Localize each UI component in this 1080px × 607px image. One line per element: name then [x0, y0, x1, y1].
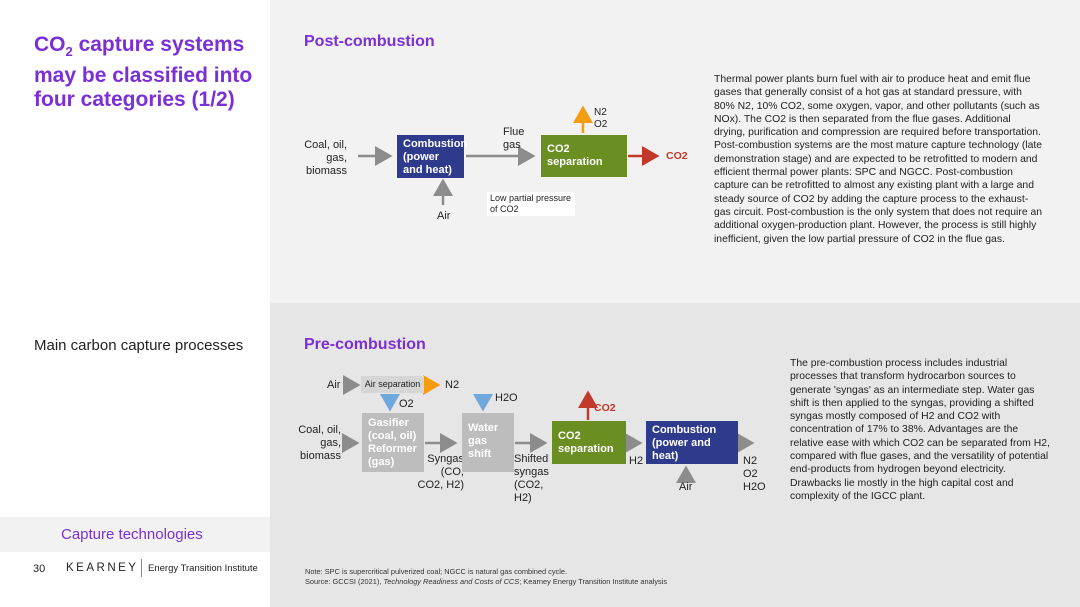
post-o2-label: O2 — [594, 119, 608, 130]
footnote-source: Source: GCCSI (2021), Technology Readine… — [305, 576, 668, 586]
post-combustion-title: Post-combustion — [304, 33, 435, 50]
footnote-note: Note: SPC is supercritical pulverized co… — [305, 567, 568, 576]
syngas-label: Syngas (CO, CO2, H2) — [417, 453, 464, 491]
pre-exhaust-label: N2 O2 H2O — [743, 455, 766, 493]
pre-combustion-title: Pre-combustion — [304, 336, 426, 353]
post-co2-output: CO2 — [666, 150, 688, 162]
pre-n2-label: N2 — [445, 379, 460, 391]
post-n2-label: N2 — [594, 107, 607, 118]
nav-section-link[interactable]: Capture technologies — [61, 526, 203, 543]
kearney-logo: KEARNEY — [66, 562, 139, 574]
shifted-syngas-label: Shifted syngas (CO2, H2) — [514, 453, 549, 504]
pre-combustion-box: Combustion (power and heat) — [646, 421, 738, 464]
pre-h2-label: H2 — [629, 455, 644, 467]
page-number: 30 — [33, 563, 46, 575]
post-feed-label: Coal, oil, gas, biomass — [304, 139, 347, 177]
nav-band — [0, 517, 270, 552]
pre-o2-label: O2 — [399, 398, 414, 410]
pre-separation-box: CO2 separation — [552, 421, 626, 464]
pre-combustion-description: The pre-combustion process includes indu… — [790, 358, 1050, 502]
pre-air-label: Air — [327, 379, 341, 391]
footnote: Note: SPC is supercritical pulverized co… — [305, 567, 667, 586]
pre-air2-label: Air — [679, 481, 693, 493]
flue-gas-label: Flue gas — [503, 126, 525, 151]
pre-h2o-label: H2O — [495, 392, 518, 404]
gasifier-box: Gasifier (coal, oil) Reformer (gas) — [362, 413, 424, 472]
logo-subtitle: Energy Transition Institute — [148, 563, 258, 574]
pre-co2-output: CO2 — [594, 402, 616, 414]
post-separation-box: CO2 separation — [541, 135, 627, 177]
left-column — [0, 0, 270, 607]
air-separation-box: Air separation — [361, 376, 424, 393]
low-pressure-note: Low partial pressure of CO2 — [487, 192, 575, 216]
pre-feed-label: Coal, oil, gas, biomass — [298, 424, 341, 462]
post-air-label: Air — [437, 210, 451, 222]
page-title: CO2 capture systems may be classified in… — [34, 33, 253, 112]
logo-divider — [141, 559, 142, 577]
post-combustion-description: Thermal power plants burn fuel with air … — [714, 74, 1043, 245]
section-subtitle: Main carbon capture processes — [34, 337, 244, 354]
water-gas-shift-box: Water gas shift — [462, 413, 514, 472]
post-combustion-box: Combustion (power and heat) — [397, 135, 467, 178]
